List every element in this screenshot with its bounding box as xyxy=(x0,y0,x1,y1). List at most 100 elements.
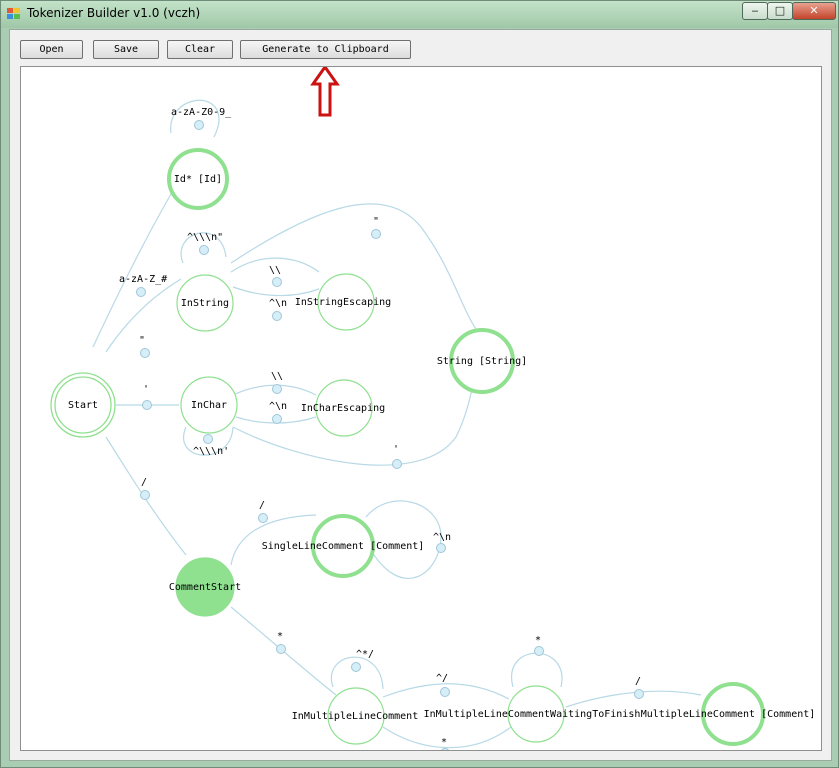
client-area: Open Save Clear Generate to Clipboard xyxy=(9,29,832,761)
arrow-marker-instring-string xyxy=(371,229,381,239)
transition-label-inmultiwait-multiline: / xyxy=(635,676,641,687)
state-multiplelinecomment[interactable]: MultipleLineComment [Comment] xyxy=(641,682,816,746)
edge-start-id xyxy=(92,176,182,348)
edge-inmultiwait-inmultiwait xyxy=(511,652,563,688)
state-start[interactable]: Start xyxy=(50,372,116,438)
arrow-marker-start-instring xyxy=(140,348,150,358)
open-button[interactable]: Open xyxy=(20,40,83,59)
state-commentstart[interactable]: CommentStart xyxy=(169,557,241,617)
state-machine-canvas[interactable]: a-zA-Z_# a-zA-Z0-9_ " ^\\\n" \\ ^\n " ' … xyxy=(20,66,822,751)
transition-label-inchar-inchar: ^\\\n' xyxy=(193,446,229,457)
arrow-marker-inmultiwait-multiline xyxy=(634,689,644,699)
state-label-instring: InString xyxy=(181,298,229,309)
arrow-marker-instring-instringesc xyxy=(272,277,282,287)
state-inchar[interactable]: InChar xyxy=(180,376,238,434)
edge-inchar-inchar xyxy=(183,426,234,456)
arrow-marker-inmultiwait-inmultiwait xyxy=(534,646,544,656)
edge-inmultiwait-inmulti xyxy=(382,726,512,749)
transition-label-start-inchar: ' xyxy=(143,384,149,395)
state-inmultiplelinecommentwaitingtofinish[interactable]: InMultipleLineCommentWaitingToFinish xyxy=(424,685,641,743)
maximize-icon: □ xyxy=(774,4,786,17)
edge-instring-string xyxy=(230,203,477,330)
transition-label-commentstart-singleline: / xyxy=(259,500,265,511)
edge-instringesc-instring xyxy=(232,286,320,297)
edge-inchar-string xyxy=(232,366,477,466)
transition-label-instring-string: " xyxy=(373,216,379,227)
transition-label-singleline-singleline: ^\n xyxy=(433,532,451,543)
state-label-singlelinecomment: SingleLineComment [Comment] xyxy=(262,541,425,552)
state-label-instringescaping: InStringEscaping xyxy=(295,297,391,308)
state-label-start: Start xyxy=(68,400,98,411)
arrow-marker-singleline-singleline xyxy=(436,543,446,553)
arrow-marker-inmulti-inmulti xyxy=(351,662,361,672)
state-label-commentstart: CommentStart xyxy=(169,582,241,593)
arrow-marker-inchar-string xyxy=(392,459,402,469)
transition-label-start-instring: " xyxy=(139,335,145,346)
up-arrow-annotation-icon xyxy=(310,67,340,117)
state-label-inchar: InChar xyxy=(191,400,227,411)
transition-label-inchar-string: ' xyxy=(393,444,399,455)
transition-label-inmulti-inmultiwait: ^/ xyxy=(436,673,448,684)
transition-label-inmultiwait-inmultiwait: * xyxy=(535,635,541,646)
edge-inmulti-inmulti xyxy=(330,656,384,690)
arrow-marker-incharesc-inchar xyxy=(272,414,282,424)
save-button[interactable]: Save xyxy=(93,40,159,59)
transition-label-instringesc-instring: ^\n xyxy=(269,298,287,309)
state-id[interactable]: Id* [Id] xyxy=(167,148,229,210)
transition-label-inmulti-inmulti: ^*/ xyxy=(356,649,374,660)
arrow-marker-instring-instring xyxy=(199,245,209,255)
arrow-marker-commentstart-inmulti xyxy=(276,644,286,654)
edge-commentstart-singleline xyxy=(230,514,317,566)
edge-inmulti-inmultiwait xyxy=(382,683,510,700)
transition-label-instring-instring: ^\\\n" xyxy=(187,232,223,243)
edge-instring-instring xyxy=(180,232,227,264)
edge-inmultiwait-multiline xyxy=(565,690,702,708)
window-title: Tokenizer Builder v1.0 (vczh) xyxy=(27,6,201,20)
clear-button[interactable]: Clear xyxy=(167,40,233,59)
arrow-marker-inchar-inchar xyxy=(203,434,213,444)
arrow-marker-inmulti-inmultiwait xyxy=(440,687,450,697)
state-label-string: String [String] xyxy=(437,356,527,367)
edge-start-instring xyxy=(105,278,182,353)
minimize-button[interactable]: ‒ xyxy=(742,2,768,20)
state-string[interactable]: String [String] xyxy=(437,328,527,394)
arrow-marker-inchar-incharesc xyxy=(272,384,282,394)
transition-label-inmultiwait-inmulti: * xyxy=(441,737,447,748)
state-label-multiplelinecomment: MultipleLineComment [Comment] xyxy=(641,709,816,720)
transition-label-incharesc-inchar: ^\n xyxy=(269,401,287,412)
edge-singleline-singleline xyxy=(365,500,442,579)
title-bar[interactable]: Tokenizer Builder v1.0 (vczh) ‒ □ ✕ xyxy=(1,1,838,28)
transition-label-id-id: a-zA-Z0-9_ xyxy=(171,107,232,118)
arrow-marker-commentstart-singleline xyxy=(258,513,268,523)
arrow-marker-id-id xyxy=(194,120,204,130)
transition-label-start-commentstart: / xyxy=(141,477,147,488)
arrow-marker-start-id xyxy=(136,287,146,297)
edge-instring-instringesc xyxy=(230,257,320,273)
transition-label-commentstart-inmulti: * xyxy=(277,631,283,642)
app-icon xyxy=(7,8,20,19)
state-incharescaping[interactable]: InCharEscaping xyxy=(301,379,385,437)
state-label-inmultiplelinecomment: InMultipleLineComment xyxy=(292,711,418,722)
state-inmultiplelinecomment[interactable]: InMultipleLineComment xyxy=(292,687,418,745)
state-label-id: Id* [Id] xyxy=(174,174,222,185)
arrow-marker-start-commentstart xyxy=(140,490,150,500)
transition-label-start-id: a-zA-Z_# xyxy=(119,274,167,285)
state-instring[interactable]: InString xyxy=(176,274,234,332)
arrow-marker-inmultiwait-inmulti xyxy=(441,748,449,750)
state-machine-diagram: a-zA-Z_# a-zA-Z0-9_ " ^\\\n" \\ ^\n " ' … xyxy=(50,67,816,750)
state-label-incharescaping: InCharEscaping xyxy=(301,403,385,414)
maximize-button[interactable]: □ xyxy=(767,2,793,20)
edge-id-id xyxy=(170,99,220,138)
arrow-marker-start-inchar xyxy=(142,400,152,410)
transition-label-inchar-incharesc: \\ xyxy=(271,371,283,382)
close-button[interactable]: ✕ xyxy=(792,2,836,20)
generate-to-clipboard-button[interactable]: Generate to Clipboard xyxy=(240,40,411,59)
arrow-marker-instringesc-instring xyxy=(272,311,282,321)
state-instringescaping[interactable]: InStringEscaping xyxy=(295,273,391,331)
close-icon: ✕ xyxy=(809,4,819,17)
state-singlelinecomment[interactable]: SingleLineComment [Comment] xyxy=(262,514,425,578)
state-label-inmultiplelinecommentwaitingtofinish: InMultipleLineCommentWaitingToFinish xyxy=(424,709,641,720)
transition-label-instring-instringesc: \\ xyxy=(269,265,281,276)
minimize-icon: ‒ xyxy=(751,4,759,17)
